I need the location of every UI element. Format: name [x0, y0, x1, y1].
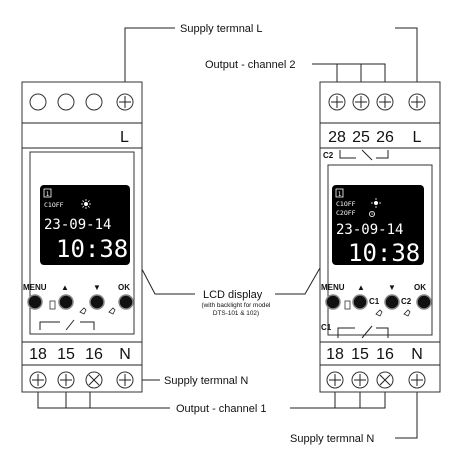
lcd-display-subtitle-2: DTS-101 & 102) — [213, 310, 259, 317]
left-lcd-time: 10:38 — [56, 235, 128, 263]
right-c2-button-tag: C2 — [401, 297, 412, 306]
left-terminal-n-label: N — [119, 346, 131, 363]
supply-n-left-callout: Supply termnal N — [164, 375, 248, 387]
left-terminal-l-label: L — [120, 129, 129, 146]
screw-terminal-icon — [328, 93, 346, 111]
left-device: L 1 C1OFF 23-09-14 10:38 MENU ▲ ▼ OK 18 … — [21, 81, 143, 393]
left-ok-label: OK — [118, 283, 130, 292]
screw-terminal-icon — [408, 93, 426, 111]
output-channel-2-callout: Output - channel 2 — [205, 59, 296, 71]
hand-pointer-icon — [403, 309, 411, 317]
screw-terminal-icon — [376, 371, 394, 389]
right-terminal-25-label: 25 — [352, 129, 370, 146]
screw-terminal-icon — [351, 371, 369, 389]
sun-icon — [371, 198, 381, 208]
right-terminal-28-label: 28 — [328, 129, 346, 146]
supply-l-callout: Supply termnal L — [180, 23, 263, 35]
screw-terminal-icon — [57, 371, 75, 389]
right-c2-tag: C2 — [323, 151, 334, 160]
left-lcd-status: C1OFF — [44, 201, 64, 209]
right-c1-tag: C1 — [321, 323, 332, 332]
screw-terminal-icon — [408, 371, 426, 389]
right-lcd-time: 10:38 — [348, 239, 420, 267]
right-up-button[interactable] — [352, 294, 368, 310]
right-terminal-n-label: N — [411, 346, 423, 363]
right-lcd-status-1: C1OFF — [336, 200, 356, 208]
left-up-button[interactable] — [58, 294, 74, 310]
screw-terminal-icon — [376, 93, 394, 111]
left-terminal-18-label: 18 — [29, 346, 47, 363]
right-down-button[interactable] — [384, 294, 400, 310]
right-terminal-l-label: L — [413, 129, 422, 146]
left-menu-label: MENU — [23, 283, 47, 292]
hand-pointer-icon — [375, 309, 383, 317]
lcd-display-subtitle-1: (with backlight for model — [202, 302, 271, 309]
screw-terminal-icon — [85, 371, 103, 389]
right-device: 28 25 26 L C2 1 C1OFF C2OFF 23-09-14 10:… — [319, 81, 441, 393]
right-lcd-screen — [332, 185, 424, 265]
left-lcd-date: 23-09-14 — [44, 217, 111, 233]
screw-terminal-icon — [352, 93, 370, 111]
left-lcd-screen — [40, 185, 130, 265]
right-terminal-18-label: 18 — [326, 346, 344, 363]
left-up-label: ▲ — [61, 283, 69, 292]
output-channel-1-callout: Output - channel 1 — [176, 403, 267, 415]
screw-terminal-icon — [116, 93, 134, 111]
hand-pointer-icon — [108, 307, 116, 315]
right-lcd-date: 23-09-14 — [336, 222, 403, 238]
right-c1-button-tag: C1 — [369, 297, 380, 306]
right-terminal-26-label: 26 — [376, 129, 394, 146]
left-lcd-channel-badge: 1 — [46, 191, 50, 198]
right-up-label: ▲ — [357, 283, 365, 292]
right-terminal-15-label: 15 — [351, 346, 369, 363]
lcd-display-callout: LCD display — [203, 289, 263, 301]
screw-terminal-icon — [116, 371, 134, 389]
right-ok-button[interactable] — [416, 294, 432, 310]
clock-icon — [368, 210, 375, 217]
left-down-button[interactable] — [89, 294, 105, 310]
left-ok-button[interactable] — [118, 294, 134, 310]
sun-icon — [81, 199, 91, 209]
right-lcd-channel-badge: 1 — [338, 191, 342, 198]
right-terminal-16-label: 16 — [376, 346, 394, 363]
supply-n-right-callout: Supply termnal N — [290, 433, 374, 445]
left-menu-button[interactable] — [27, 294, 43, 310]
right-ok-label: OK — [414, 283, 426, 292]
right-lcd-status-2: C2OFF — [336, 209, 356, 217]
hand-pointer-icon — [79, 307, 87, 315]
screw-terminal-icon — [29, 371, 47, 389]
right-menu-label: MENU — [321, 283, 345, 292]
left-terminal-15-label: 15 — [57, 346, 75, 363]
screw-terminal-icon — [326, 371, 344, 389]
right-menu-button[interactable] — [325, 294, 341, 310]
left-down-label: ▼ — [93, 283, 101, 292]
right-down-label: ▼ — [388, 283, 396, 292]
left-terminal-16-label: 16 — [85, 346, 103, 363]
